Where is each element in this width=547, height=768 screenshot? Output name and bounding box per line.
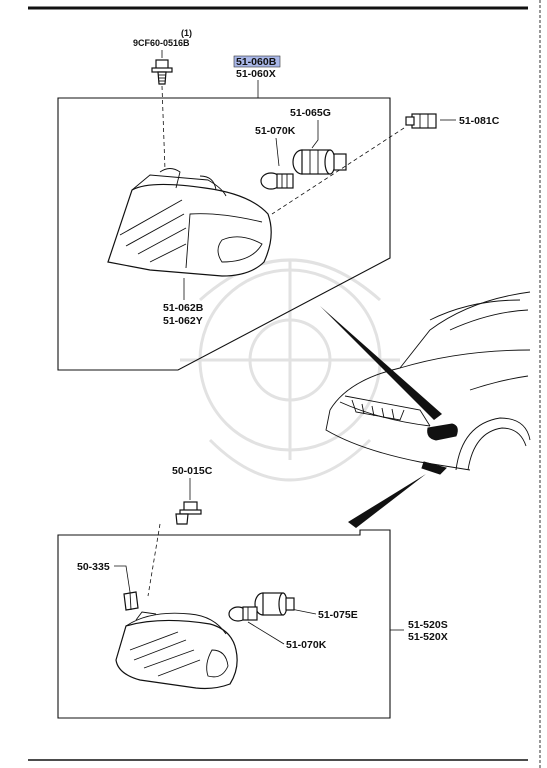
assembly-part-number[interactable]: 51-060B <box>236 56 277 68</box>
lamp-left-part-number[interactable]: 51-062B <box>163 302 204 314</box>
socket-part-number[interactable]: 51-065G <box>290 107 331 119</box>
bulb-icon[interactable] <box>260 172 294 190</box>
lower-assembly-right-part-number[interactable]: 51-520X <box>408 631 448 643</box>
lamp-right-part-number[interactable]: 51-062Y <box>163 315 203 327</box>
connector-part-number[interactable]: 51-081C <box>459 115 500 127</box>
connector-path <box>271 127 405 215</box>
vehicle-front-drawing <box>325 291 531 475</box>
socket-icon[interactable] <box>292 149 347 175</box>
assembly-highlight-box[interactable] <box>233 55 281 68</box>
lower-pointer-wedge <box>348 474 426 528</box>
top-box-frame <box>57 97 391 371</box>
clip-icon[interactable] <box>123 591 139 611</box>
lower-bulb-leader <box>247 621 285 645</box>
screw-part-number[interactable]: 9CF60-0516B <box>133 38 190 48</box>
assembly-alt-part-number[interactable]: 51-060X <box>236 68 276 80</box>
bottom-box-frame <box>57 529 391 719</box>
lower-bulb-icon[interactable] <box>228 606 258 622</box>
fog-lamp-drawing[interactable] <box>115 611 238 690</box>
lower-socket-icon[interactable] <box>254 592 295 616</box>
highlighted-side-lamp <box>421 461 447 475</box>
side-marker-lamp-drawing[interactable] <box>107 168 272 277</box>
lower-screw-path <box>147 523 161 597</box>
upper-pointer-wedge <box>320 306 442 420</box>
clip-part-number[interactable]: 50-335 <box>77 561 110 573</box>
bulb-part-number[interactable]: 51-070K <box>255 125 296 137</box>
screw-icon[interactable] <box>151 59 173 85</box>
bulb-leader <box>275 137 280 167</box>
highlighted-headlamp <box>427 423 458 441</box>
socket-leader <box>311 120 319 149</box>
watermark-emblem <box>180 258 400 482</box>
screw-quantity: (1) <box>181 28 192 38</box>
clip-leader <box>114 565 131 593</box>
lower-socket-part-number[interactable]: 51-075E <box>318 609 358 621</box>
connector-icon[interactable] <box>405 113 437 129</box>
lower-screw-part-number[interactable]: 50-015C <box>172 465 213 477</box>
screw-path <box>161 85 166 171</box>
lower-assembly-left-part-number[interactable]: 51-520S <box>408 619 448 631</box>
lower-bulb-part-number[interactable]: 51-070K <box>286 639 327 651</box>
lower-screw-icon[interactable] <box>175 501 202 525</box>
